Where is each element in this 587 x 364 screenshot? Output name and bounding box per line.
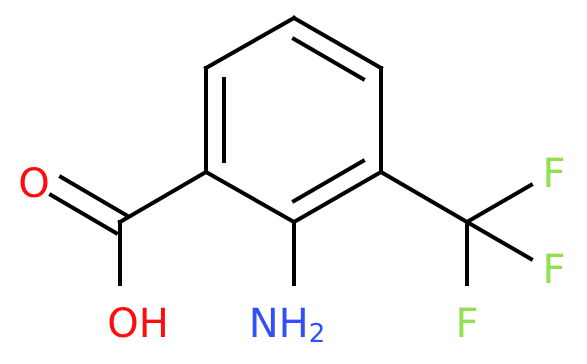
cf3-to-f-top-bond — [464, 182, 534, 225]
ring-bond-bottom-left — [203, 169, 297, 225]
amine-subscript: 2 — [309, 319, 326, 349]
ring-to-carboxyl-bond — [117, 169, 209, 225]
ring-bond-bottom-right — [291, 169, 384, 225]
atom-carbonyl-oxygen: O — [18, 161, 49, 207]
ring-inner-bond-bottom-right — [291, 158, 366, 204]
amine-label: NH — [249, 301, 309, 347]
carbonyl-double-bond-b — [48, 192, 119, 236]
ring-bond-top-left — [203, 15, 297, 71]
ring-inner-bond-top-right — [291, 36, 366, 82]
trifluoromethyl-group — [378, 169, 534, 286]
carboxyl-group — [48, 169, 209, 286]
atom-amine: NH2 — [249, 301, 326, 349]
cf3-to-f-middle-bond — [464, 219, 534, 262]
atom-fluorine-bottom: F — [455, 301, 478, 347]
atom-fluorine-middle: F — [542, 247, 565, 293]
benzene-ring — [203, 15, 384, 225]
ring-bond-top-right — [291, 15, 384, 71]
carbonyl-double-bond-a — [58, 174, 129, 218]
atom-hydroxyl: OH — [107, 301, 169, 347]
atom-fluorine-top: F — [542, 151, 565, 197]
ring-to-cf3-bond — [378, 169, 470, 225]
